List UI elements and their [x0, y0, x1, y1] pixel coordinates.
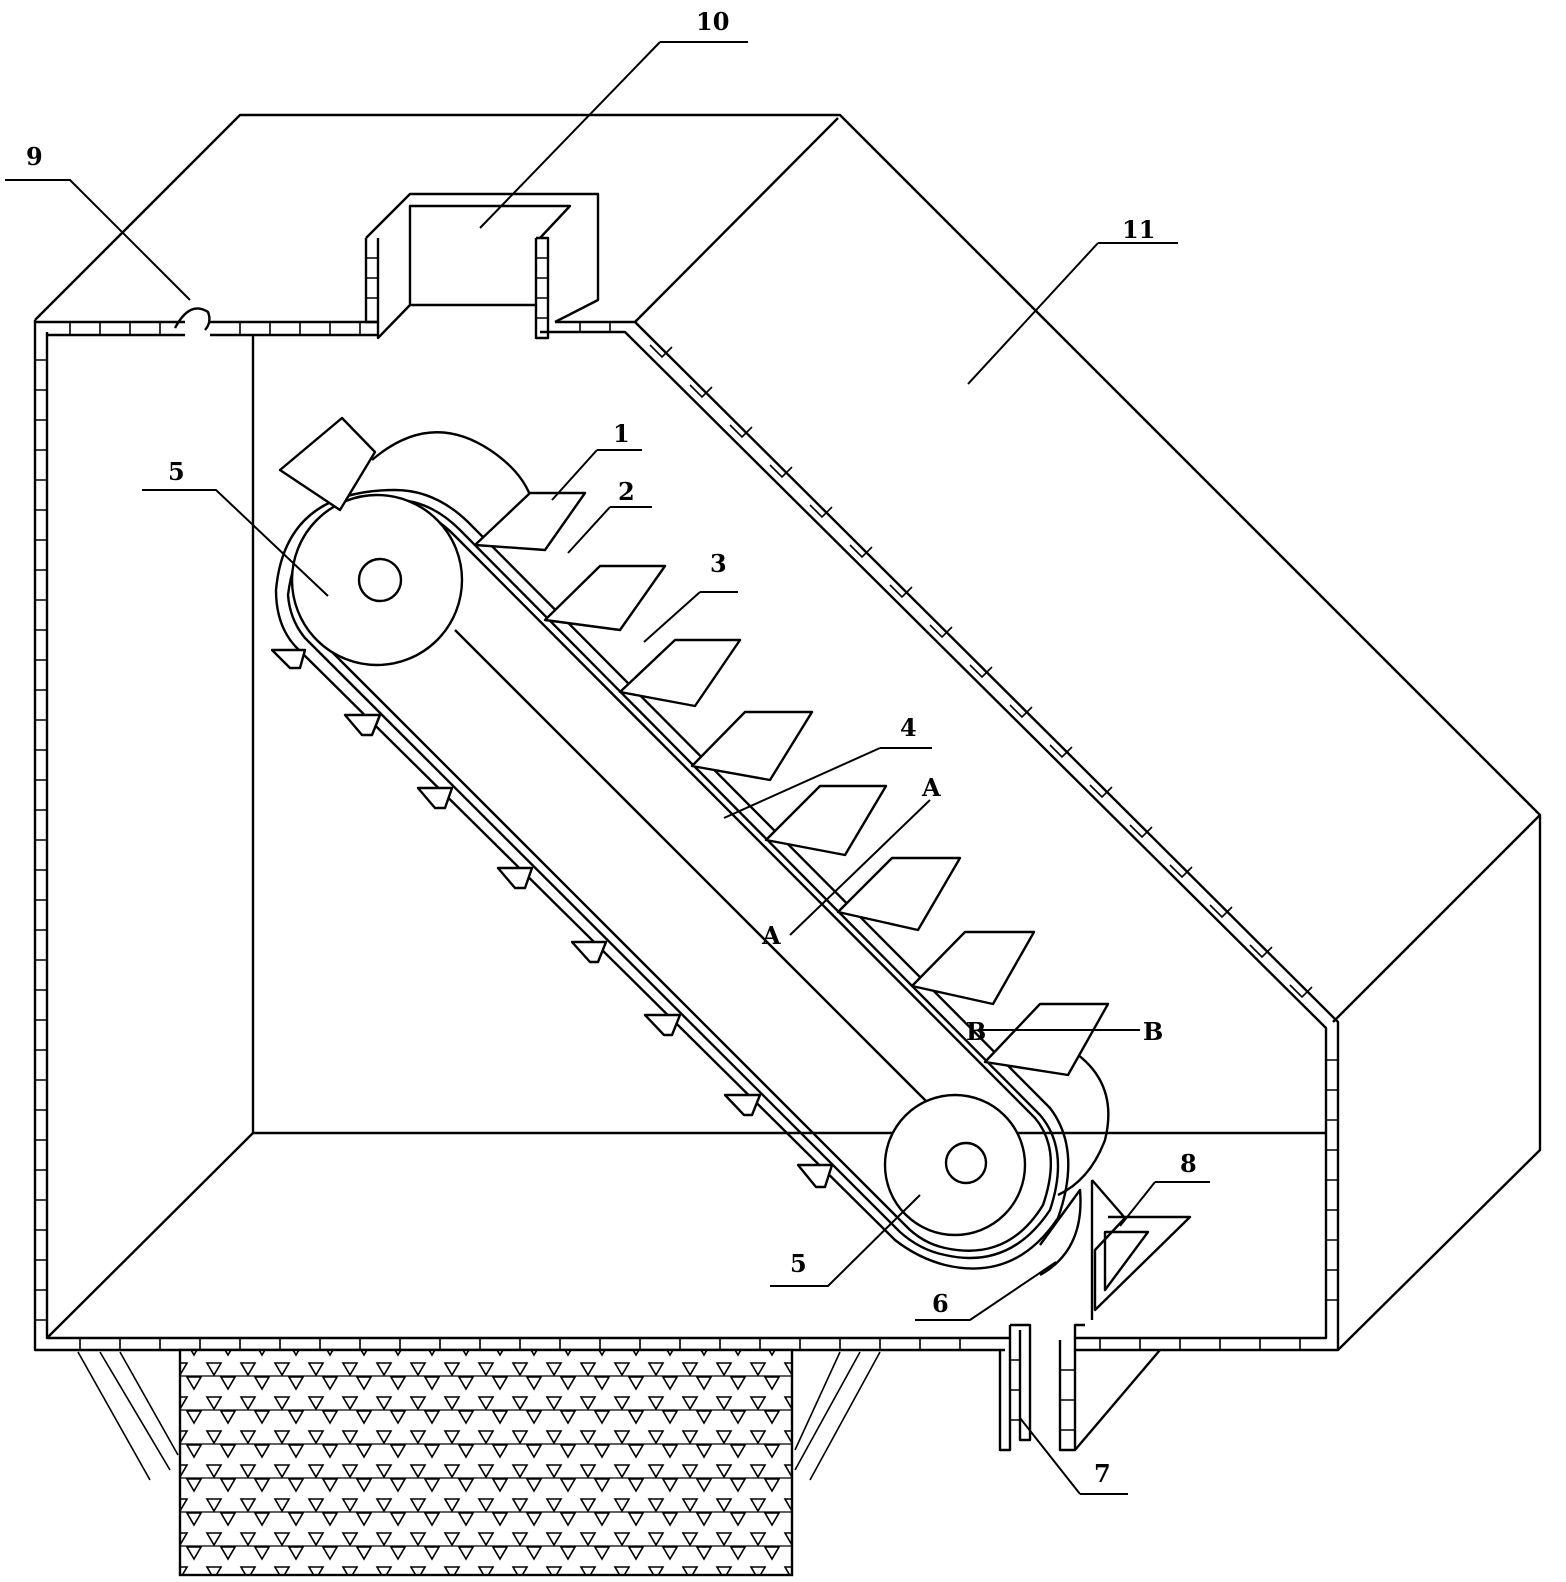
foundation-base	[77, 1348, 881, 1577]
label-a-bottom: A	[761, 921, 781, 950]
discharge-assembly	[998, 1179, 1192, 1452]
label-9: 9	[26, 142, 43, 171]
label-8: 8	[1180, 1149, 1197, 1178]
housing	[33, 113, 1542, 1352]
label-2: 2	[618, 477, 635, 506]
label-4: 4	[900, 713, 917, 742]
label-10: 10	[696, 7, 729, 36]
feed-inlet	[364, 192, 600, 340]
label-11: 11	[1122, 215, 1155, 244]
label-5-bottom: 5	[790, 1249, 807, 1278]
label-a-top: A	[921, 773, 941, 802]
conveyor-flights-upper	[278, 416, 1110, 1077]
callout-labels: 10 9 11 1 2 3 4 A A 5 B B 8 5 6 7	[26, 7, 1197, 1488]
label-1: 1	[613, 419, 630, 448]
conveyor-flights-lower	[270, 648, 834, 1189]
label-7: 7	[1094, 1459, 1111, 1488]
label-5-top: 5	[168, 457, 185, 486]
conveyor	[270, 416, 1110, 1270]
label-3: 3	[710, 549, 727, 578]
label-6: 6	[932, 1289, 949, 1318]
label-b-right: B	[1143, 1017, 1163, 1046]
leader-lines	[5, 41, 1210, 1495]
hinge	[173, 307, 211, 331]
label-b-left: B	[966, 1017, 986, 1046]
